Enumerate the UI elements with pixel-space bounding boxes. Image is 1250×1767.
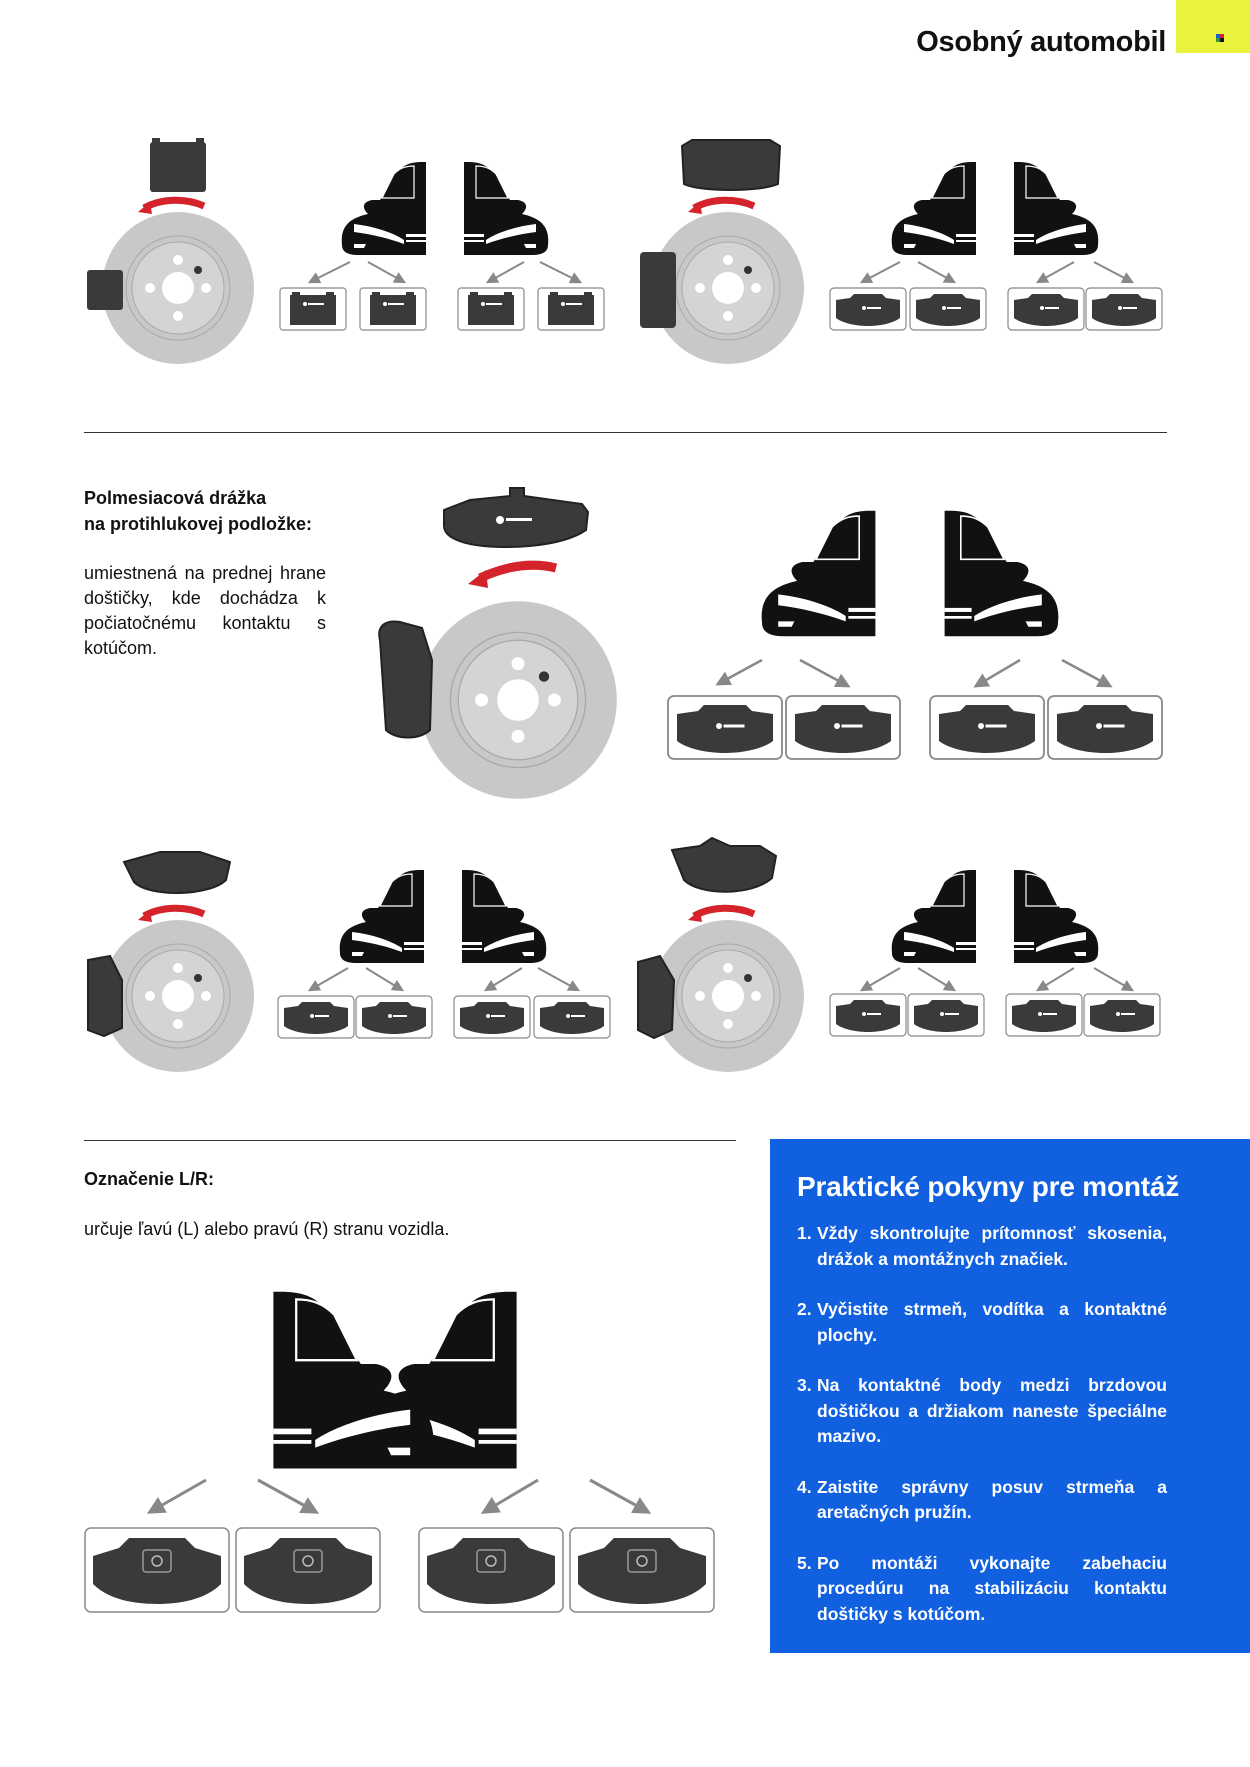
- tip-text: Zaistite správny posuv strmeňa a aretačn…: [817, 1476, 1167, 1523]
- tip-text: Po montáži vykonajte zabehaciu procedúru…: [817, 1552, 1167, 1624]
- lr-heading: Označenie L/R:: [84, 1169, 215, 1189]
- tips-list: 1.Vždy skontrolujte prítomnosť skosenia,…: [797, 1221, 1167, 1652]
- groove-description: umiestnená na prednej hrane doštičky, kd…: [84, 563, 326, 658]
- tip-item: 5.Po montáži vykonajte zabehaciu procedú…: [797, 1551, 1167, 1628]
- tip-item: 4.Zaistite správny posuv strmeňa a areta…: [797, 1475, 1167, 1526]
- tips-title: Praktické pokyny pre montáž: [797, 1171, 1180, 1202]
- groove-heading-line1: Polmesiacová drážka: [84, 488, 267, 508]
- corner-tab: [1176, 0, 1250, 53]
- diagram-lr-marking: [84, 1290, 715, 1613]
- tips-box: Praktické pokyny pre montáž 1.Vždy skont…: [770, 1139, 1250, 1653]
- diagram-row1-left: [87, 138, 605, 365]
- tip-text: Na kontaktné body medzi brzdovou doštičk…: [817, 1375, 1167, 1446]
- groove-heading-line2: na protihlukovej podložke:: [84, 514, 313, 534]
- divider-lr: [84, 1140, 736, 1141]
- tip-text: Vždy skontrolujte prítomnosť skosenia, d…: [817, 1223, 1167, 1269]
- diagram-groove: [378, 487, 1163, 800]
- diagram-row1-right: [640, 139, 1163, 365]
- lr-description: určuje ľavú (L) alebo pravú (R) stranu v…: [84, 1219, 450, 1239]
- color-mark-icon: [1216, 34, 1224, 42]
- groove-heading: Polmesiacová drážka na protihlukovej pod…: [84, 485, 344, 537]
- tip-number: 5.: [797, 1552, 812, 1573]
- tip-item: 2.Vyčistite strmeň, vodítka a kontaktné …: [797, 1297, 1167, 1348]
- tip-number: 2.: [797, 1299, 812, 1319]
- diagram-row3-left: [87, 851, 611, 1073]
- tip-number: 3.: [797, 1375, 812, 1395]
- tip-item: 3.Na kontaktné body medzi brzdovou došti…: [797, 1373, 1167, 1450]
- page-title: Osobný automobil: [916, 26, 1166, 58]
- divider-top: [84, 432, 1167, 433]
- tip-item: 1.Vždy skontrolujte prítomnosť skosenia,…: [797, 1221, 1167, 1272]
- diagram-row3-right: [637, 836, 1161, 1073]
- tip-number: 1.: [797, 1223, 812, 1243]
- tip-text: Vyčistite strmeň, vodítka a kontaktné pl…: [817, 1299, 1167, 1345]
- tip-number: 4.: [797, 1476, 812, 1497]
